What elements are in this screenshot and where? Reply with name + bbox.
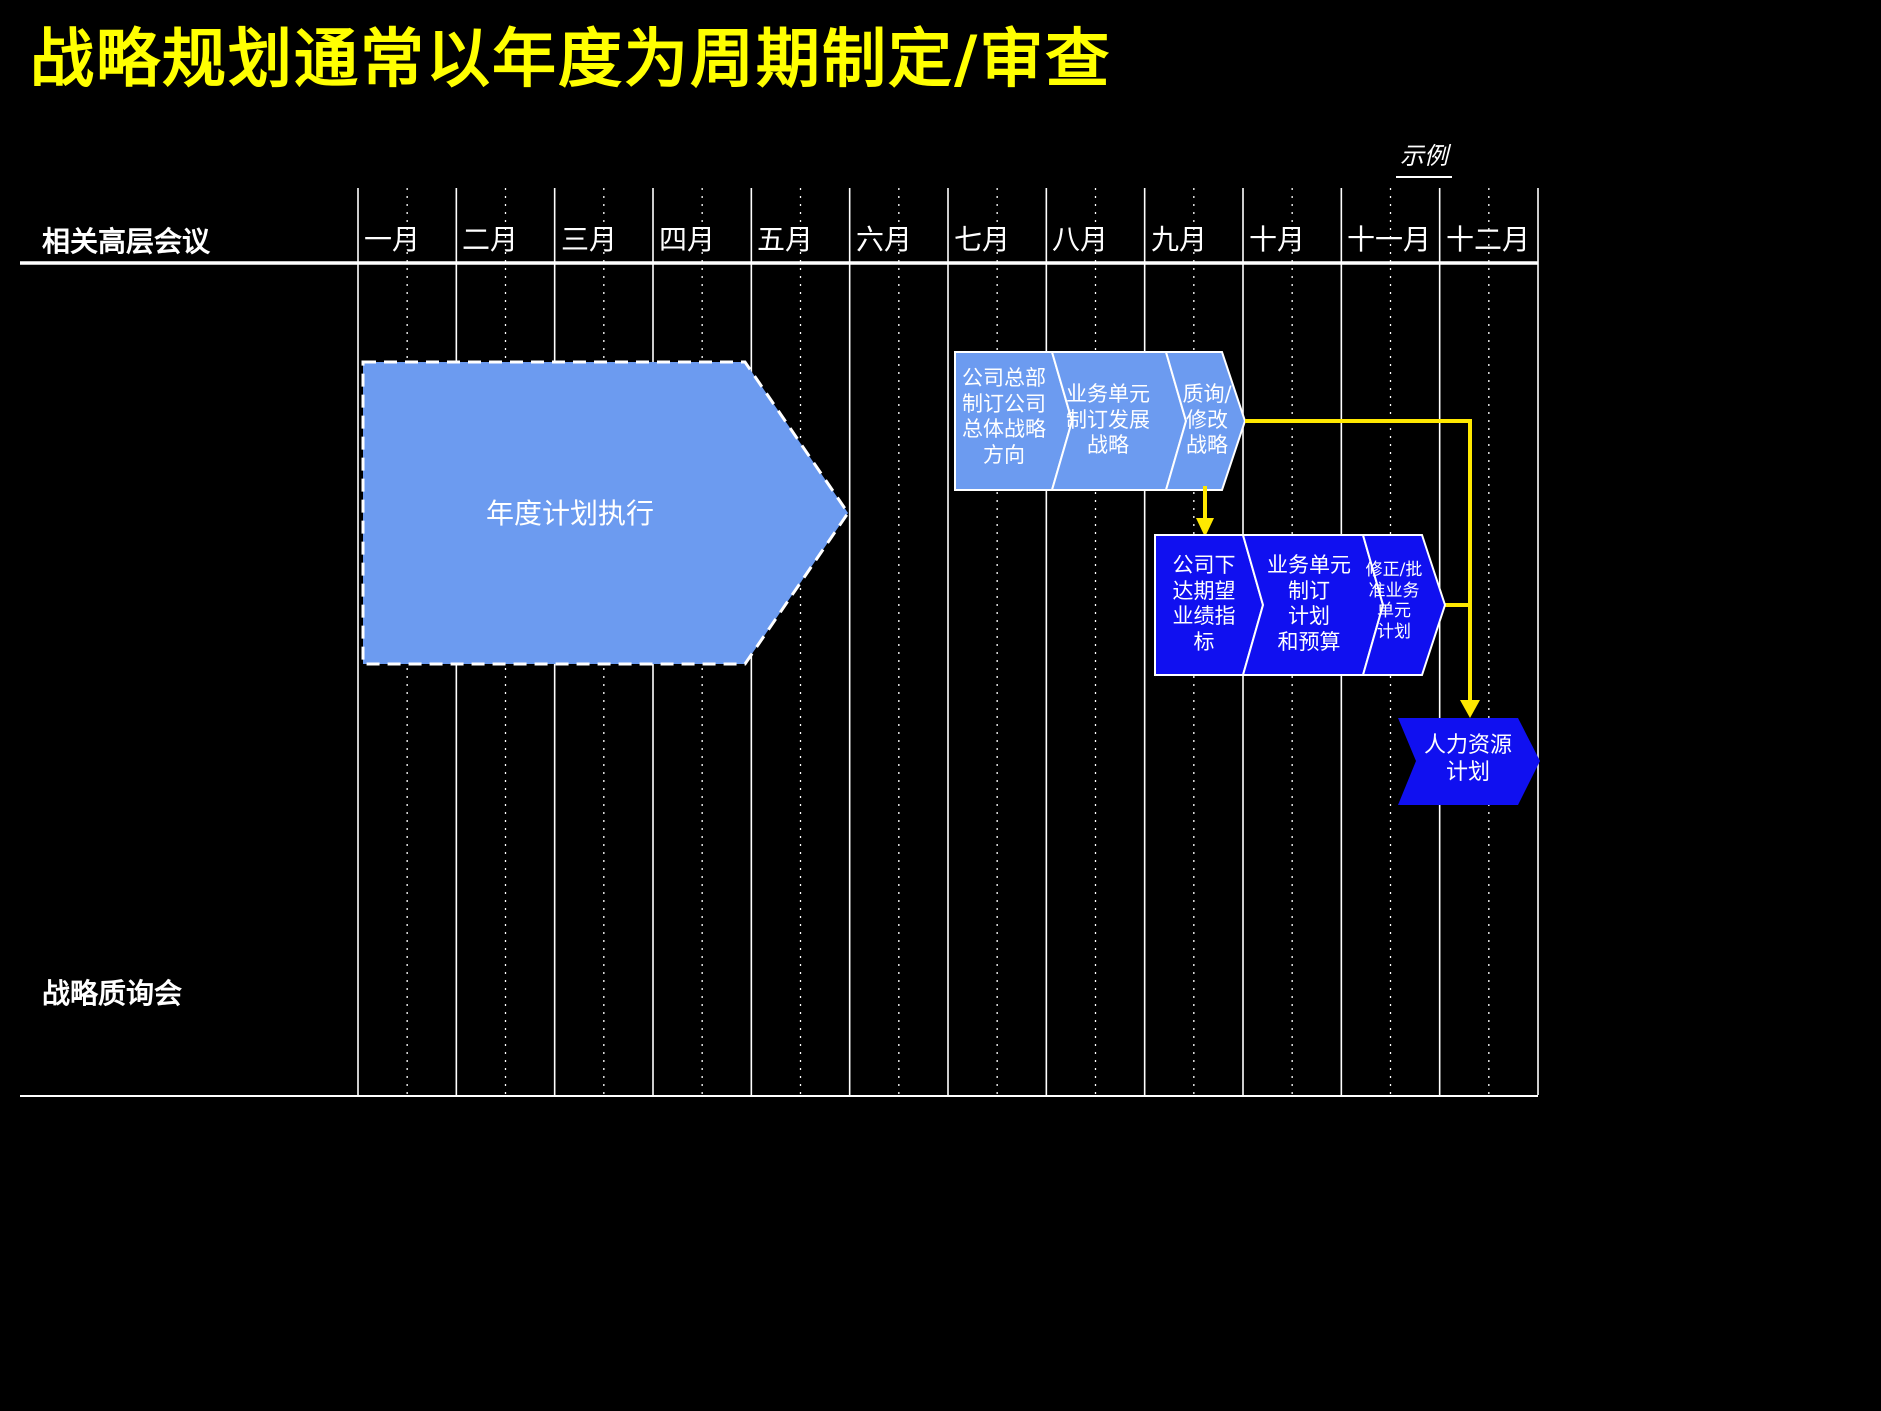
plan-targets-label: 公司下 达期望 业绩指 标 [1172,553,1236,654]
connector-strategy-to-hr [1245,419,1472,702]
page-title: 战略规划通常以年度为周期制定/审查 [30,22,1112,97]
month-label-sep: 九月 [1151,223,1208,256]
month-label-apr: 四月 [659,223,716,256]
month-label-nov: 十一月 [1347,223,1432,256]
strategy-chevron-review [1164,351,1247,491]
hr-plan-label: 人力资源 计划 [1423,733,1512,785]
month-label-oct: 十月 [1249,223,1306,256]
month-label-mar: 三月 [561,223,618,256]
strategy-business-unit-label: 业务单元 制订发展 战略 [1066,382,1150,458]
annual-plan-label: 年度计划执行 [485,497,654,530]
month-label-jan: 一月 [364,223,421,256]
plan-unit-plan-label: 业务单元 制订 计划 和预算 [1267,553,1351,654]
plan-approve-label: 修正/批 准业务 单元 计划 [1365,560,1423,643]
strategy-corporate-label: 公司总部 制订公司 总体战略 方向 [962,366,1046,467]
month-label-aug: 八月 [1052,223,1109,256]
month-label-may: 五月 [757,223,814,256]
strategy-review-label: 质询/ 修改 战略 [1182,382,1232,458]
month-gridlines [357,188,1539,1095]
month-label-jun: 六月 [856,223,913,256]
plan-chevron-approve [1361,534,1447,676]
month-label-jul: 七月 [954,223,1011,256]
row-header-strategy-review-meeting: 战略质询会 [42,977,183,1010]
hr-plan-box [1398,718,1540,805]
arrowhead-strategy-to-plan [1196,518,1214,537]
connector-arrowhead-hr [1460,700,1480,718]
month-label-dec: 十二月 [1446,223,1531,256]
annual-plan-arrow [361,360,850,666]
example-tag: 示例 [1396,136,1452,178]
row-header-meetings: 相关高层会议 [42,225,211,258]
month-label-feb: 二月 [462,223,519,256]
